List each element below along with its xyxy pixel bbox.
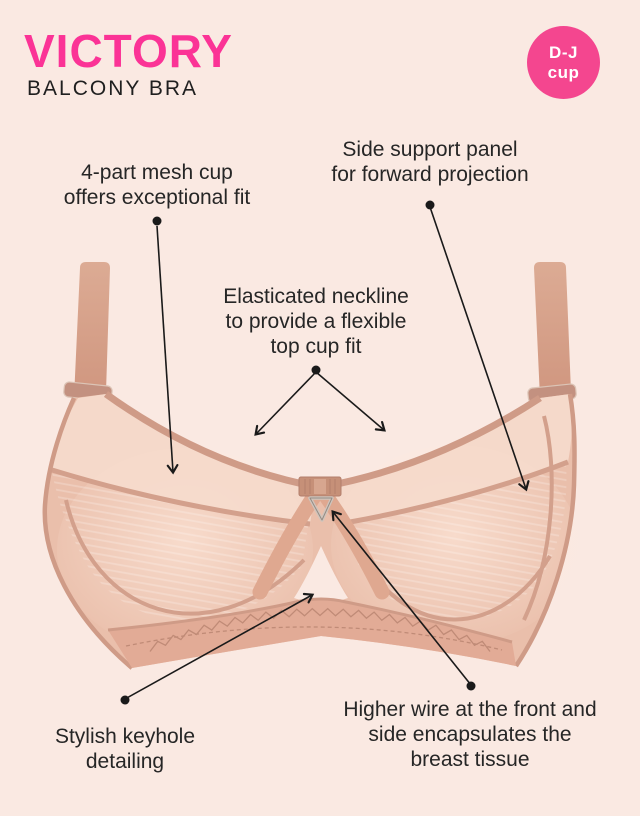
leader-line-keyhole bbox=[124, 592, 315, 700]
leader-line-side-support bbox=[429, 206, 530, 492]
dot-keyhole bbox=[120, 695, 130, 705]
left-outer-trim bbox=[42, 397, 134, 670]
leader-line-mesh-cup bbox=[156, 225, 179, 475]
dot-higher-wire bbox=[466, 681, 476, 691]
underband-stitch-line bbox=[125, 626, 503, 651]
left-mid-seam bbox=[51, 467, 311, 527]
right-neckline-trim bbox=[321, 395, 542, 491]
annotation-mesh-cup: 4-part mesh cup offers exceptional fit bbox=[64, 160, 250, 210]
right-mesh-panel bbox=[326, 394, 572, 522]
leader-lines bbox=[124, 206, 530, 700]
annotation-line: Elasticated neckline bbox=[223, 285, 409, 308]
cup-size-badge: D-J cup bbox=[527, 26, 600, 99]
band-zigzag-stitch bbox=[149, 607, 491, 652]
annotation-line: offers exceptional fit bbox=[63, 186, 251, 209]
annotation-line: Stylish keyhole bbox=[54, 725, 196, 748]
dot-mesh-cup bbox=[152, 216, 162, 226]
annotation-line: 4-part mesh cup bbox=[81, 161, 233, 184]
edge-trims bbox=[42, 391, 577, 670]
gore-bow-centre bbox=[314, 479, 326, 494]
annotation-line: for forward projection bbox=[331, 163, 529, 186]
left-strap bbox=[74, 262, 110, 398]
annotation-elasticated-neckline: Elasticated neckline to provide a flexib… bbox=[223, 284, 409, 359]
dot-side-support bbox=[425, 200, 435, 210]
annotation-line: detailing bbox=[85, 750, 165, 773]
underband bbox=[107, 597, 516, 668]
cup-size-badge-line2: cup bbox=[547, 62, 580, 82]
annotation-line: top cup fit bbox=[270, 335, 362, 358]
annotation-side-support: Side support panel for forward projectio… bbox=[331, 137, 528, 187]
annotation-line: side encapsulates the bbox=[368, 723, 572, 746]
right-mid-seam bbox=[349, 459, 569, 525]
annotation-line: Side support panel bbox=[342, 138, 518, 161]
leader-line-neckline-left bbox=[254, 371, 317, 436]
side-support-seam bbox=[522, 415, 554, 621]
product-subtitle: BALCONY BRA bbox=[27, 77, 198, 100]
gore-bow-ridges bbox=[304, 479, 336, 494]
right-outer-trim bbox=[514, 393, 577, 668]
triangle-charm-inner-edge bbox=[309, 497, 333, 521]
right-cup-mesh-texture bbox=[352, 464, 567, 621]
leader-dots bbox=[120, 200, 476, 705]
left-neckline-trim bbox=[103, 391, 319, 491]
annotation-line: Higher wire at the front and bbox=[343, 698, 597, 721]
right-strap bbox=[534, 262, 571, 398]
annotation-line: to provide a flexible bbox=[225, 310, 407, 333]
brand-title: VICTORY bbox=[24, 25, 233, 77]
annotation-line: breast tissue bbox=[410, 748, 530, 771]
dot-neckline bbox=[311, 365, 321, 375]
keyhole-cutout bbox=[294, 546, 348, 603]
underband-top-edge bbox=[107, 597, 513, 644]
left-mesh-panel bbox=[52, 394, 316, 524]
leader-line-higher-wire bbox=[331, 510, 472, 686]
annotation-higher-wire: Higher wire at the front and side encaps… bbox=[343, 697, 596, 772]
centre-hardware bbox=[298, 476, 342, 522]
cup-size-badge-line1: D-J bbox=[549, 42, 578, 62]
leader-line-neckline-right bbox=[315, 371, 386, 432]
shoulder-straps bbox=[63, 262, 577, 404]
annotation-keyhole: Stylish keyhole detailing bbox=[55, 724, 195, 774]
underband-strip bbox=[108, 599, 516, 668]
